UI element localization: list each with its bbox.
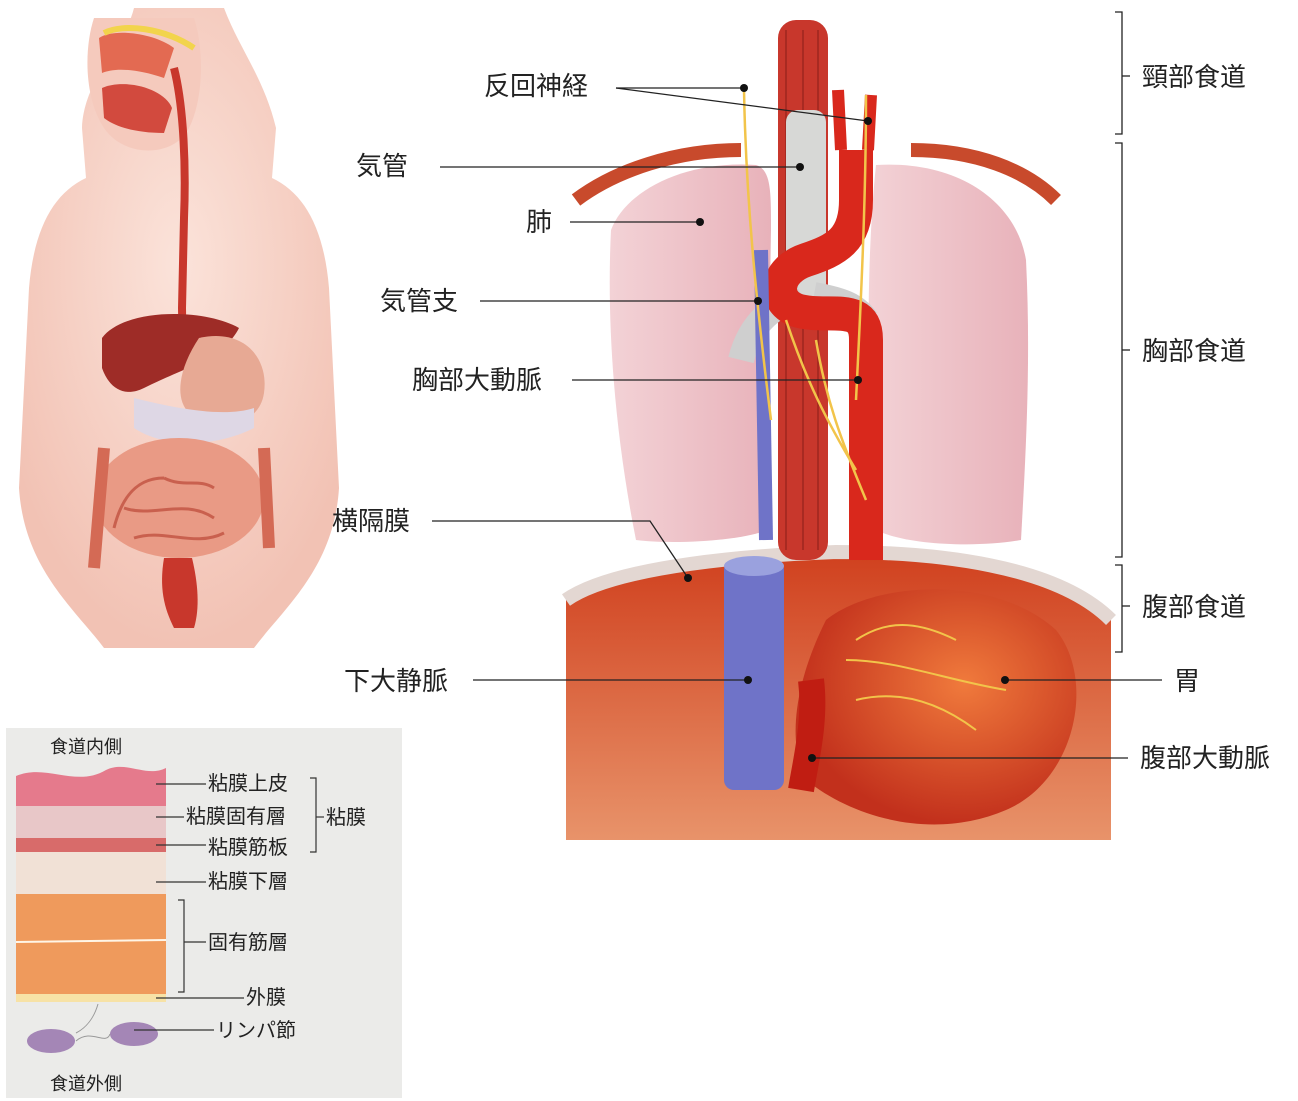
- mucosa-label: 粘膜: [326, 805, 366, 829]
- abdominal-esophagus-label: 腹部食道: [1142, 593, 1246, 623]
- inferior-vena-cava: [724, 560, 784, 790]
- muscularis-mucosae-label: 粘膜筋板: [208, 835, 288, 859]
- right-lung: [869, 165, 1029, 545]
- abdominal-aorta-label: 腹部大動脈: [1140, 744, 1270, 774]
- abdominal-aorta: [801, 680, 812, 790]
- thoracic-aorta-label: 胸部大動脈: [412, 366, 542, 396]
- lamina-propria-layer: [16, 806, 166, 838]
- lymph-vessel: [76, 1004, 110, 1041]
- submucosa-label: 粘膜下層: [208, 869, 288, 893]
- bronchus-label: 気管支: [380, 287, 458, 317]
- small-intestine: [94, 438, 264, 558]
- muscularis-propria-label: 固有筋層: [208, 930, 288, 954]
- esophagus-anatomy-figure: [556, 0, 1116, 840]
- cervical-esophagus-label: 頸部食道: [1142, 63, 1246, 93]
- submucosa-layer: [16, 852, 166, 894]
- anatomy-illustration: [556, 0, 1116, 840]
- epithelium-label: 粘膜上皮: [208, 771, 288, 795]
- lymph-node-right: [110, 1022, 158, 1046]
- trachea-label: 気管: [356, 152, 408, 182]
- lymph-node-label: リンパ節: [216, 1018, 296, 1042]
- lung-label: 肺: [526, 208, 552, 238]
- adventitia-layer: [16, 994, 166, 1002]
- thoracic-esophagus-label: 胸部食道: [1142, 337, 1246, 367]
- lamina-propria-label: 粘膜固有層: [186, 804, 286, 828]
- outer-side-label: 食道外側: [50, 1074, 122, 1095]
- muscularis-mucosae-layer: [16, 838, 166, 852]
- body-illustration: [14, 8, 344, 648]
- azygos-vein: [761, 250, 766, 540]
- adventitia-label: 外膜: [246, 985, 286, 1009]
- lymph-node-left: [27, 1029, 75, 1053]
- ivc-label: 下大静脈: [344, 667, 448, 697]
- inner-side-label: 食道内側: [50, 737, 122, 758]
- muscularis-propria-layer: [16, 894, 166, 994]
- esophageal-wall-layers: 食道内側 粘膜上皮 粘膜固有層 粘膜筋板 粘膜 粘膜下層 固有筋層 外膜 リンパ…: [6, 728, 402, 1098]
- digestive-system-figure: [14, 8, 344, 648]
- wall-layer-diagram: 食道内側 粘膜上皮 粘膜固有層 粘膜筋板 粘膜 粘膜下層 固有筋層 外膜 リンパ…: [6, 728, 402, 1098]
- ivc-opening: [724, 556, 784, 576]
- stomach-label: 胃: [1174, 667, 1200, 697]
